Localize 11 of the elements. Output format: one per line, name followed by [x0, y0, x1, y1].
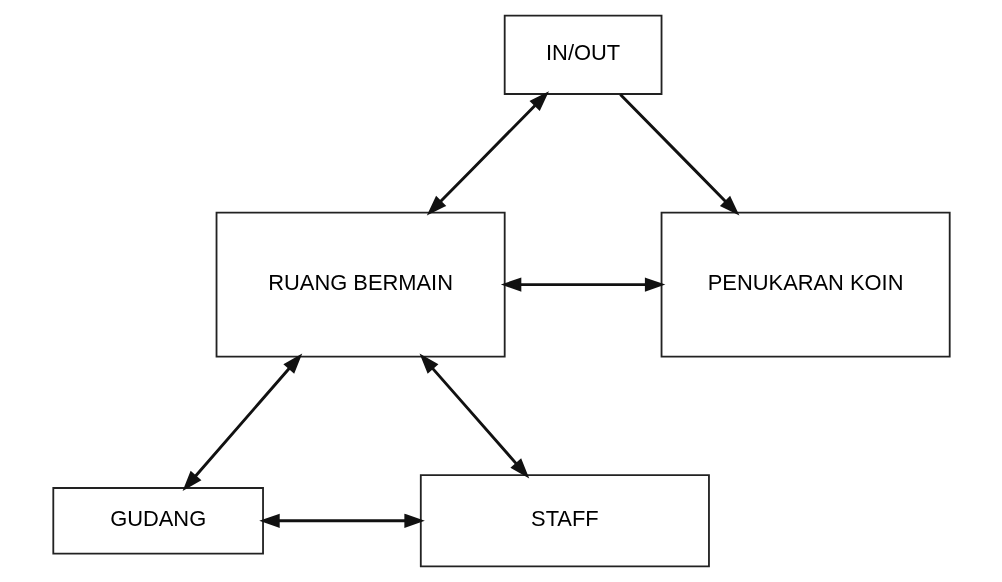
arrow	[258, 513, 425, 528]
arrow	[419, 353, 529, 479]
arrow	[182, 353, 302, 491]
node-box: GUDANG	[51, 487, 264, 555]
node-box: STAFF	[419, 474, 710, 568]
node-box: IN/OUT	[503, 14, 662, 95]
arrow	[500, 277, 665, 292]
node-box: RUANG BERMAIN	[215, 211, 506, 358]
arrow	[618, 93, 739, 216]
arrow	[426, 91, 549, 216]
node-box: PENUKARAN KOIN	[660, 211, 951, 358]
